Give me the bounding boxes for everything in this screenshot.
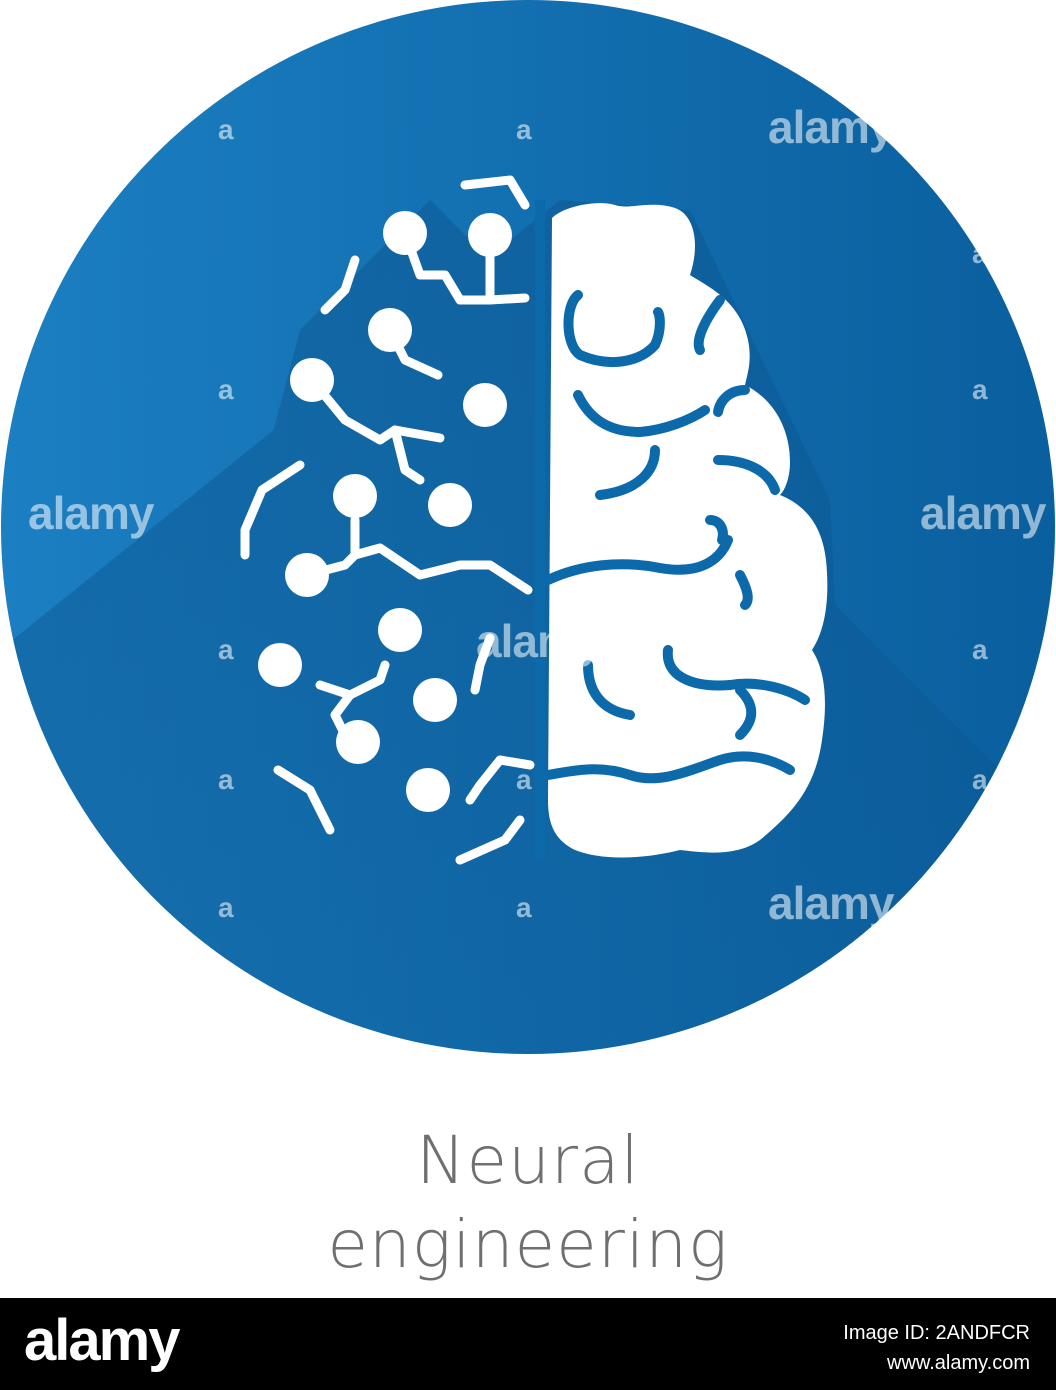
watermark-letter: a <box>516 764 532 795</box>
watermark-letter: a <box>218 892 234 923</box>
circuit-traces <box>240 175 535 865</box>
caption-line-2: engineering <box>327 1206 729 1283</box>
caption-line-1: Neural <box>416 1122 640 1199</box>
watermark-letter: a <box>972 374 988 405</box>
watermark-logo: alamy <box>476 615 602 667</box>
site-url: www.alamy.com <box>887 1352 1030 1374</box>
watermark-letter: a <box>516 892 532 923</box>
watermark-letter: a <box>972 764 988 795</box>
footer-logo: alamy <box>24 1308 180 1373</box>
footer-image-info: Image ID: 2ANDFCR www.alamy.com <box>843 1318 1030 1378</box>
watermark-letter: a <box>218 114 234 145</box>
brain-circuit-icon <box>1 0 1055 1054</box>
watermark-logo: alamy <box>920 487 1046 539</box>
watermark-letter: a <box>218 374 234 405</box>
icon-stage: a a alamy a a a alamy alamy alamy a a a … <box>1 0 1055 1054</box>
brain-folds <box>543 290 810 784</box>
watermark-logo: alamy <box>768 877 894 929</box>
watermark-letter: a <box>972 634 988 665</box>
hemisphere-divider <box>535 200 545 860</box>
watermark-letter: a <box>218 634 234 665</box>
watermark-letter: a <box>516 114 532 145</box>
watermark-letter: a <box>972 238 988 269</box>
watermark-logo: alamy <box>28 487 154 539</box>
image-id-label: Image ID: 2ANDFCR <box>843 1322 1030 1344</box>
watermark-logo: alamy <box>768 101 894 153</box>
footer-bar: alamy Image ID: 2ANDFCR www.alamy.com <box>0 1298 1056 1390</box>
watermark-letter: a <box>218 764 234 795</box>
